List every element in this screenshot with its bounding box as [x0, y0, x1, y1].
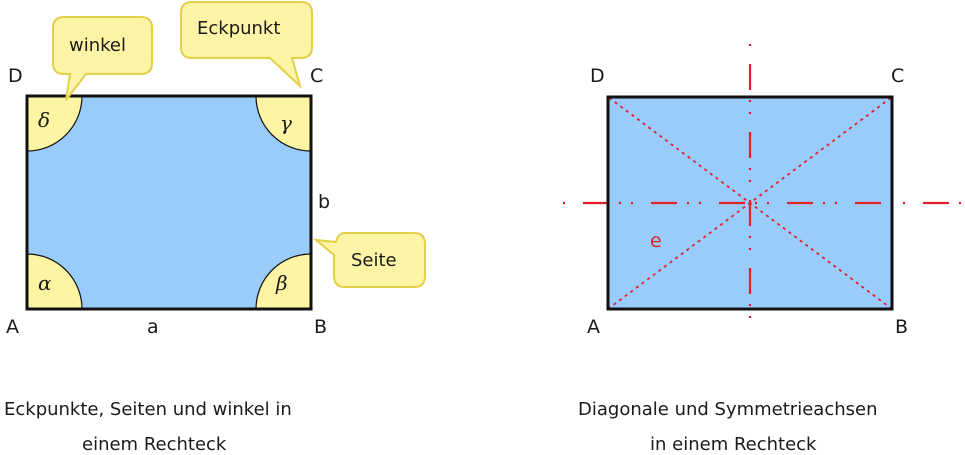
callout-seite: Seite: [312, 232, 426, 288]
right-caption-line-1: Diagonale und Symmetrieachsen: [578, 399, 877, 420]
angle-alpha-sector: [26, 253, 83, 310]
vertex-d-label: D: [8, 65, 23, 87]
side-b-label: b: [318, 191, 330, 213]
left-figure: δ γ α β A B C D a b winkel Eckpunkt Seit…: [4, 1, 426, 455]
right-vertex-d-label: D: [590, 65, 605, 87]
vertex-b-label: B: [314, 316, 327, 338]
diagonal-e-label: e: [650, 230, 662, 252]
angle-delta-label: δ: [38, 108, 50, 132]
right-figure: A B C D e Diagonale und Symmetrieachsen …: [563, 44, 965, 455]
angle-beta-label: β: [275, 271, 288, 295]
vertex-a-label: A: [6, 316, 19, 338]
vertex-c-label: C: [310, 65, 323, 87]
right-vertex-b-label: B: [895, 316, 908, 338]
angle-alpha-label: α: [38, 271, 52, 295]
callout-eckpunkt: Eckpunkt: [180, 1, 313, 90]
angle-beta-sector: [255, 253, 312, 310]
angle-gamma-label: γ: [280, 111, 292, 135]
right-vertex-a-label: A: [587, 316, 600, 338]
angle-gamma-sector: [255, 95, 312, 152]
callout-eckpunkt-text: Eckpunkt: [197, 18, 280, 39]
right-caption-line-2: in einem Rechteck: [650, 434, 817, 455]
callout-winkel-text: winkel: [69, 35, 126, 56]
angle-delta-sector: [26, 95, 83, 152]
left-rectangle: [25, 94, 313, 311]
callout-seite-text: Seite: [351, 250, 397, 271]
right-vertex-c-label: C: [891, 65, 904, 87]
callout-winkel: winkel: [52, 16, 153, 101]
side-a-label: a: [147, 316, 159, 338]
left-caption-line-1: Eckpunkte, Seiten und winkel in: [4, 399, 292, 420]
left-caption-line-2: einem Rechteck: [82, 434, 227, 455]
